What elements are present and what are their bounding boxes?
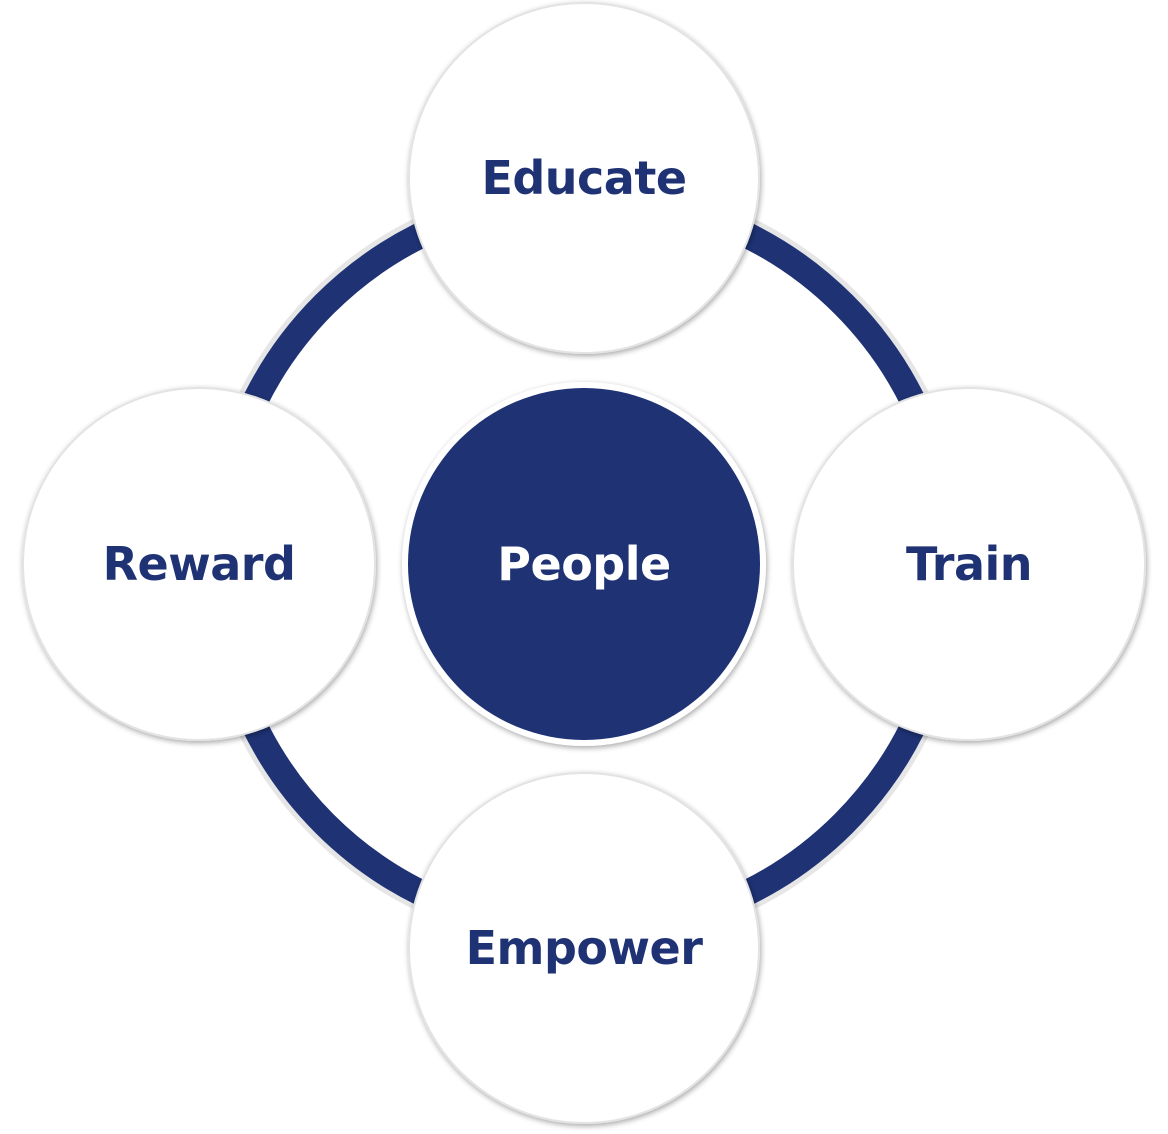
node-empower-label: Empower bbox=[466, 921, 704, 975]
center-node: People bbox=[402, 382, 766, 746]
node-train-label: Train bbox=[906, 537, 1032, 591]
node-empower: Empower bbox=[408, 772, 760, 1124]
node-train: Train bbox=[792, 387, 1146, 741]
center-label: People bbox=[497, 537, 670, 591]
center-node-fill bbox=[408, 388, 760, 740]
node-reward-label: Reward bbox=[103, 537, 296, 591]
node-reward: Reward bbox=[22, 387, 376, 741]
node-educate-label: Educate bbox=[481, 151, 686, 205]
node-educate: Educate bbox=[408, 2, 760, 354]
